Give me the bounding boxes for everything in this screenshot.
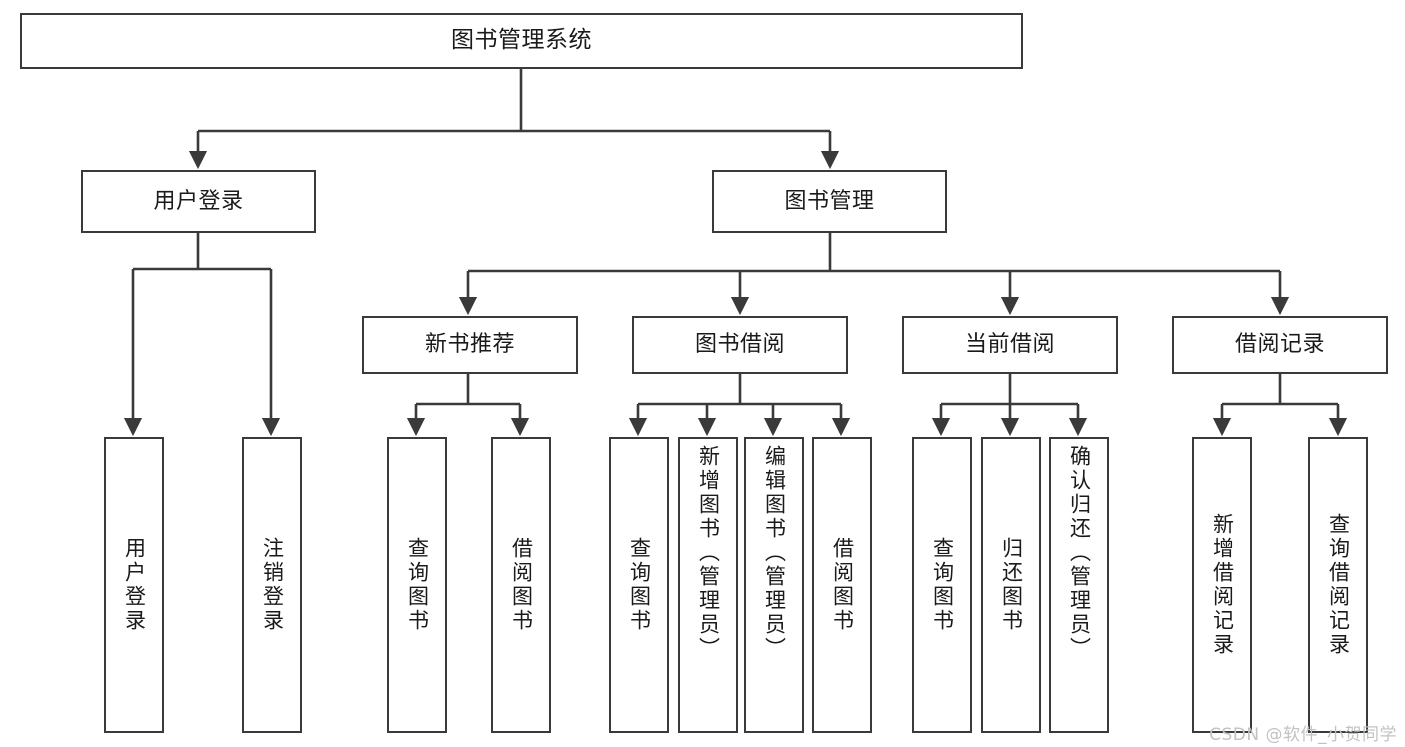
- node-user-login[interactable]: 用户登录: [81, 170, 316, 233]
- leaf-confirm-return[interactable]: 确认归还（管理员）: [1049, 437, 1109, 733]
- node-label: 借阅图书: [830, 537, 855, 633]
- node-current-borrow[interactable]: 当前借阅: [902, 316, 1118, 374]
- leaf-borrow-book-2[interactable]: 借阅图书: [812, 437, 872, 733]
- node-label: 图书管理系统: [451, 27, 592, 54]
- node-label: 图书借阅: [694, 332, 785, 358]
- node-new-book-recommend[interactable]: 新书推荐: [362, 316, 578, 374]
- leaf-query-book-2[interactable]: 查询图书: [609, 437, 669, 733]
- leaf-query-book-1[interactable]: 查询图书: [387, 437, 447, 733]
- node-label: 当前借阅: [964, 332, 1055, 358]
- leaf-logout[interactable]: 注销登录: [242, 437, 302, 733]
- leaf-edit-book[interactable]: 编辑图书（管理员）: [744, 437, 804, 733]
- node-label: 查询图书: [405, 537, 430, 633]
- node-label: 归还图书: [999, 537, 1024, 633]
- node-label: 借阅记录: [1234, 332, 1325, 358]
- node-label: 借阅图书: [509, 537, 534, 633]
- node-label: 新书推荐: [424, 332, 515, 358]
- leaf-add-record[interactable]: 新增借阅记录: [1192, 437, 1252, 733]
- node-label: 用户登录: [122, 537, 147, 633]
- leaf-return-book[interactable]: 归还图书: [981, 437, 1041, 733]
- leaf-borrow-book-1[interactable]: 借阅图书: [491, 437, 551, 733]
- node-label: 查询借阅记录: [1326, 513, 1351, 657]
- node-label: 新增借阅记录: [1210, 513, 1235, 657]
- leaf-query-record[interactable]: 查询借阅记录: [1308, 437, 1368, 733]
- node-label: 查询图书: [930, 537, 955, 633]
- node-label: 用户登录: [153, 188, 244, 214]
- node-borrow-record[interactable]: 借阅记录: [1172, 316, 1388, 374]
- node-label: 编辑图书（管理员）: [762, 445, 787, 661]
- csdn-watermark: CSDN @软件_小贺同学: [1209, 725, 1397, 745]
- leaf-add-book[interactable]: 新增图书（管理员）: [678, 437, 738, 733]
- node-label: 确认归还（管理员）: [1067, 445, 1092, 661]
- leaf-user-login[interactable]: 用户登录: [104, 437, 164, 733]
- node-book-management[interactable]: 图书管理: [712, 170, 947, 233]
- node-label: 注销登录: [260, 537, 285, 633]
- node-label: 查询图书: [627, 537, 652, 633]
- node-root-book-management-system[interactable]: 图书管理系统: [20, 13, 1023, 69]
- node-book-borrow[interactable]: 图书借阅: [632, 316, 848, 374]
- node-label: 新增图书（管理员）: [696, 445, 721, 661]
- node-label: 图书管理: [784, 188, 875, 214]
- leaf-query-book-3[interactable]: 查询图书: [912, 437, 972, 733]
